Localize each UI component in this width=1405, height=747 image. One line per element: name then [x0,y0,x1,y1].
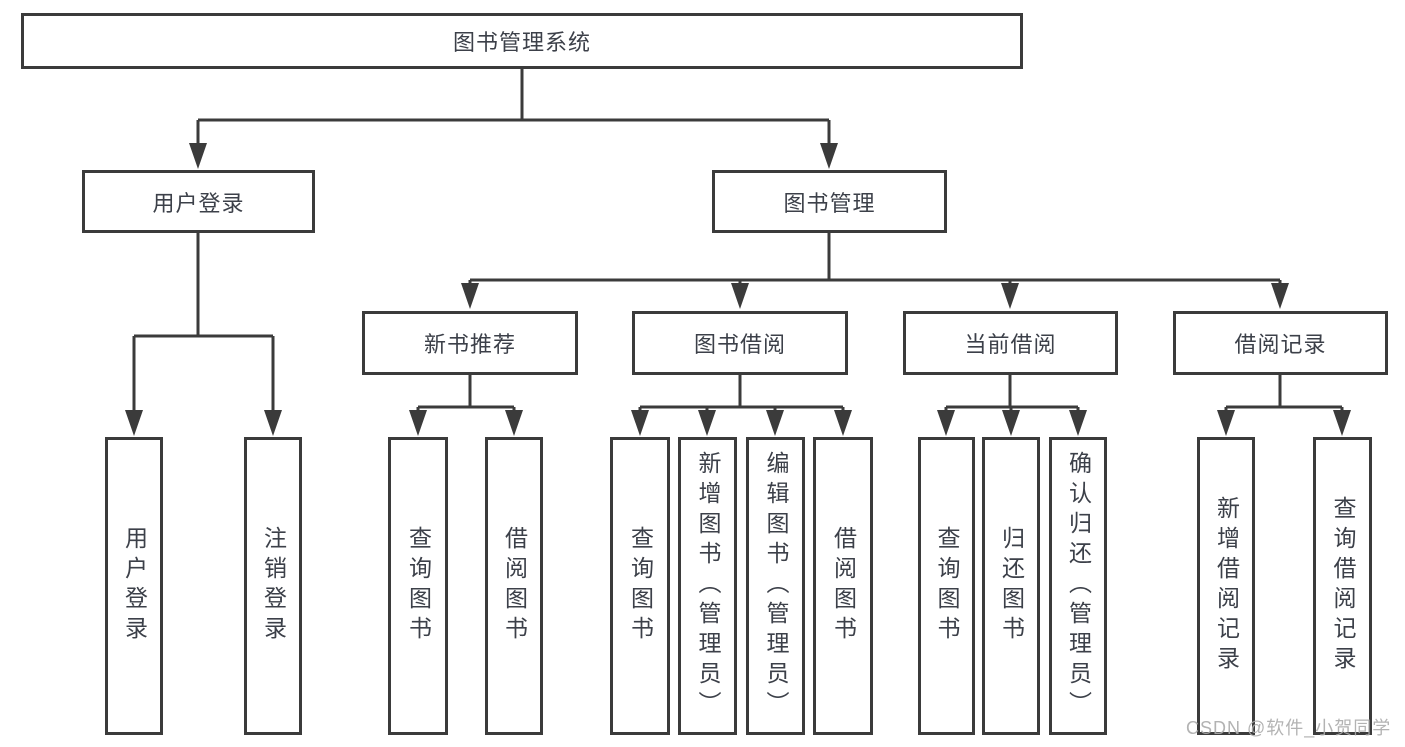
connector-new-book-recommend-children [409,374,523,436]
node-borrow-books: 借阅图书 [813,437,873,735]
connector-book-borrow-children [631,374,852,436]
connector-current-borrow-children [937,374,1087,436]
watermark: CSDN @软件_小贺同学 [1186,718,1392,738]
node-query-books-borrow: 查询图书 [610,437,670,735]
node-return-books: 归还图书 [982,437,1040,735]
node-current-borrow-label: 当前借阅 [964,332,1057,357]
node-add-borrow-record: 新增借阅记录 [1197,437,1255,735]
node-new-book-recommend-label: 新书推荐 [423,332,516,357]
node-user-login: 用户登录 [82,170,315,233]
node-confirm-return-admin-label: 确认归还（管理员） [1065,451,1092,721]
connector-book-management-children [461,232,1289,309]
node-query-borrow-record: 查询借阅记录 [1313,437,1372,735]
node-root: 图书管理系统 [21,13,1023,69]
node-confirm-return-admin: 确认归还（管理员） [1049,437,1107,735]
node-book-management: 图书管理 [712,170,947,233]
node-borrow-books-recommend-label: 借阅图书 [501,526,528,646]
node-edit-books-admin: 编辑图书（管理员） [746,437,805,735]
node-borrow-records: 借阅记录 [1173,311,1388,375]
connector-borrow-records-children [1217,374,1351,436]
node-new-book-recommend: 新书推荐 [362,311,578,375]
node-query-books-recommend: 查询图书 [388,437,448,735]
node-return-books-label: 归还图书 [998,526,1025,646]
node-query-books-borrow-label: 查询图书 [627,526,654,646]
connector-root-to-level2 [189,68,838,169]
node-book-management-label: 图书管理 [783,190,876,216]
node-logout: 注销登录 [244,437,302,735]
node-user-login-label: 用户登录 [152,190,245,216]
node-query-books-recommend-label: 查询图书 [405,526,432,646]
node-login-label: 用户登录 [121,526,148,646]
node-add-borrow-record-label: 新增借阅记录 [1213,496,1240,676]
node-borrow-records-label: 借阅记录 [1234,332,1327,357]
node-root-label: 图书管理系统 [452,30,591,55]
node-borrow-books-label: 借阅图书 [830,526,857,646]
node-book-borrow: 图书借阅 [632,311,848,375]
node-current-borrow: 当前借阅 [903,311,1118,375]
node-logout-label: 注销登录 [260,526,287,646]
node-add-books-admin: 新增图书（管理员） [678,437,737,735]
node-borrow-books-recommend: 借阅图书 [485,437,543,735]
node-query-borrow-record-label: 查询借阅记录 [1330,496,1356,676]
node-query-books-current: 查询图书 [918,437,975,735]
connector-user-login-children [125,232,282,436]
node-login: 用户登录 [105,437,163,735]
node-add-books-admin-label: 新增图书（管理员） [695,451,721,721]
node-book-borrow-label: 图书借阅 [693,332,786,357]
node-edit-books-admin-label: 编辑图书（管理员） [763,451,789,721]
node-query-books-current-label: 查询图书 [934,526,960,646]
